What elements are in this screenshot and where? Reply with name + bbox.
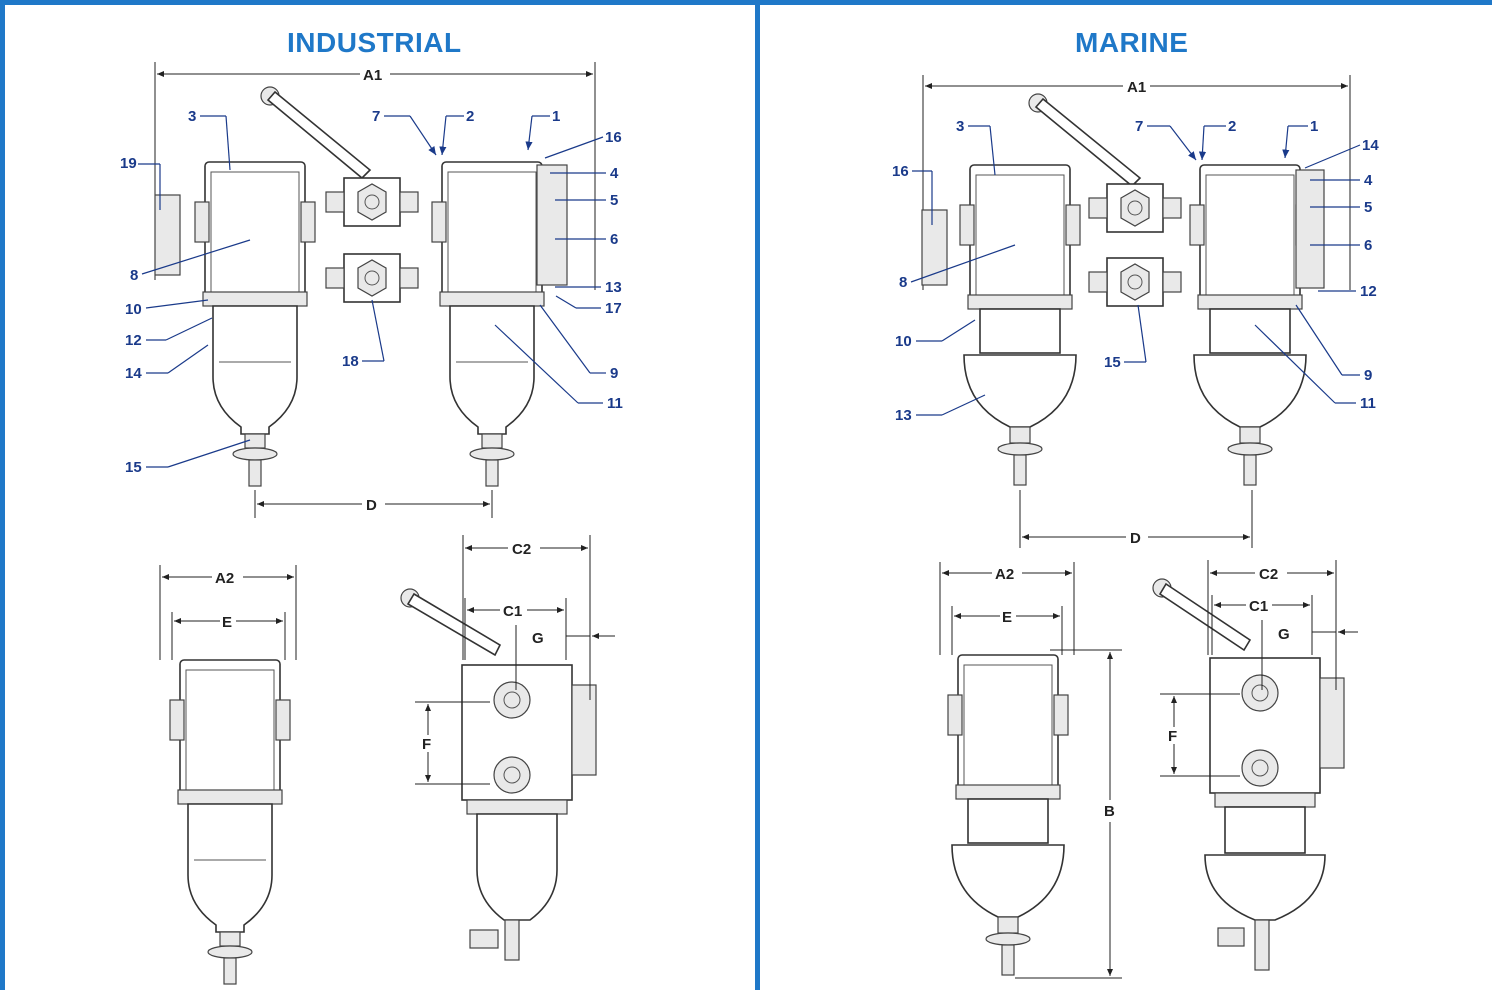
industrial-side-view	[461, 664, 597, 815]
industrial-dim-g: G	[515, 625, 615, 690]
marine-filter-right	[1189, 164, 1311, 486]
industrial-dim-d: D	[254, 490, 493, 518]
industrial-label-c1: C1	[503, 603, 522, 620]
industrial-label-e: E	[222, 614, 232, 631]
industrial-dim-c2: C2	[462, 535, 591, 700]
marine-label-a1: A1	[1127, 79, 1146, 96]
left-border	[0, 0, 5, 990]
industrial-callout-3: 3	[188, 108, 196, 125]
marine-label-a2: A2	[995, 566, 1014, 583]
marine-dim-d: D	[1019, 490, 1253, 548]
industrial-side-handle	[400, 588, 502, 657]
marine-label-d: D	[1130, 530, 1141, 547]
industrial-callout-2: 2	[466, 108, 474, 125]
industrial-callout-16: 16	[605, 129, 622, 146]
industrial-callout-14: 14	[125, 365, 142, 382]
industrial-callouts: 19 3 7 2 1 16 4 5 6 13 17 9 11	[120, 108, 623, 476]
marine-valve-bottom	[1088, 257, 1182, 307]
marine-filter-left	[959, 164, 1081, 486]
industrial-sensor-block	[536, 164, 568, 286]
marine-side-bowl	[1204, 806, 1326, 971]
marine-front-view	[947, 654, 1069, 976]
marine-dim-f: F	[1160, 693, 1240, 777]
marine-dim-g: G	[1261, 620, 1358, 690]
marine-callout-9: 9	[1364, 367, 1372, 384]
industrial-callout-1: 1	[552, 108, 560, 125]
industrial-filter-right	[431, 161, 553, 487]
marine-label-c1: C1	[1249, 598, 1268, 615]
marine-callout-8: 8	[899, 274, 907, 291]
marine-callout-10: 10	[895, 333, 912, 350]
industrial-label-f: F	[422, 736, 431, 753]
industrial-bracket	[154, 194, 181, 276]
marine-dim-c1: C1	[1211, 595, 1313, 655]
industrial-callout-19: 19	[120, 155, 137, 172]
marine-label-c2: C2	[1259, 566, 1278, 583]
industrial-handle	[260, 86, 372, 180]
marine-callout-16: 16	[892, 163, 909, 180]
industrial-dim-c1: C1	[464, 598, 567, 660]
industrial-dim-a1: A1	[154, 62, 596, 290]
marine-dim-b: B	[1015, 649, 1122, 979]
industrial-callout-17: 17	[605, 300, 622, 317]
industrial-callout-18: 18	[342, 353, 359, 370]
marine-callout-7: 7	[1135, 118, 1143, 135]
marine-callout-4: 4	[1364, 172, 1373, 189]
marine-bracket	[921, 209, 948, 286]
marine-title: MARINE	[1075, 27, 1189, 58]
top-border	[0, 0, 1492, 5]
marine-callout-5: 5	[1364, 199, 1372, 216]
marine-callouts: 16 3 7 2 1 14 4 5 6 12 9 11 8	[892, 118, 1379, 424]
industrial-label-c2: C2	[512, 541, 531, 558]
industrial-callout-12: 12	[125, 332, 142, 349]
industrial-label-a1: A1	[363, 67, 382, 84]
marine-callout-13: 13	[895, 407, 912, 424]
industrial-front-view	[169, 659, 291, 985]
marine-side-handle	[1152, 578, 1252, 652]
marine-valve-top	[1088, 183, 1182, 233]
center-divider	[755, 0, 760, 990]
industrial-valve-top	[325, 177, 419, 227]
industrial-callout-13: 13	[605, 279, 622, 296]
marine-callout-15: 15	[1104, 354, 1121, 371]
industrial-callout-6: 6	[610, 231, 618, 248]
industrial-filter-left	[194, 161, 316, 487]
marine-side-view	[1209, 657, 1345, 808]
marine-label-e: E	[1002, 609, 1012, 626]
marine-label-b: B	[1104, 803, 1115, 820]
industrial-dim-e: E	[171, 612, 286, 660]
industrial-dim-a2: A2	[159, 565, 297, 660]
industrial-side-bowl	[469, 813, 558, 961]
marine-label-g: G	[1278, 626, 1290, 643]
marine-dim-e: E	[951, 606, 1063, 655]
marine-callout-14: 14	[1362, 137, 1379, 154]
industrial-label-a2: A2	[215, 570, 234, 587]
marine-callout-6: 6	[1364, 237, 1372, 254]
marine-callout-1: 1	[1310, 118, 1318, 135]
marine-callout-11: 11	[1360, 395, 1376, 412]
marine-callout-2: 2	[1228, 118, 1236, 135]
industrial-callout-4: 4	[610, 165, 619, 182]
industrial-callout-10: 10	[125, 301, 142, 318]
industrial-callout-8: 8	[130, 267, 138, 284]
industrial-callout-15: 15	[125, 459, 142, 476]
industrial-callout-5: 5	[610, 192, 618, 209]
industrial-valve-bottom	[325, 253, 419, 303]
industrial-label-g: G	[532, 630, 544, 647]
industrial-callout-9: 9	[610, 365, 618, 382]
marine-sensor-block	[1295, 169, 1325, 289]
marine-dim-a2: A2	[939, 562, 1075, 655]
marine-callout-3: 3	[956, 118, 964, 135]
industrial-label-d: D	[366, 497, 377, 514]
industrial-title: INDUSTRIAL	[287, 27, 462, 58]
marine-dim-c2: C2	[1207, 560, 1337, 690]
marine-callout-12: 12	[1360, 283, 1377, 300]
industrial-dim-f: F	[415, 701, 490, 785]
marine-label-f: F	[1168, 728, 1177, 745]
industrial-callout-11: 11	[607, 395, 623, 412]
industrial-callout-7: 7	[372, 108, 380, 125]
